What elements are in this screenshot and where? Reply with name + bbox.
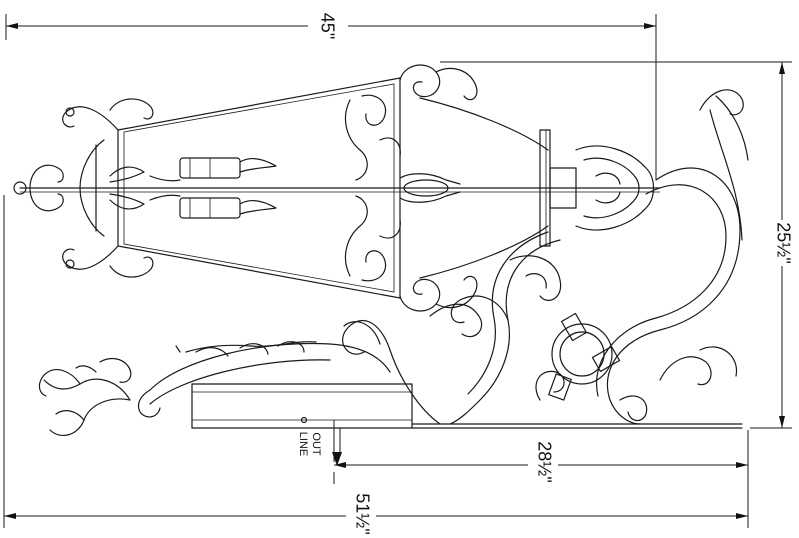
canopy [539,129,655,247]
dimension-top: 45" [5,13,657,180]
dimension-outlet: 28½" [334,430,749,483]
dimension-top-label: 45" [317,13,337,39]
outlet-marker: OUT LINE [297,420,342,484]
wall-backplate [191,383,743,429]
bracket-scrollwork [342,89,749,425]
outlet-label-out: OUT [310,432,322,456]
dimension-outlet-label: 28½" [534,441,554,482]
acanthus-branch [38,341,391,437]
dimension-height: 25½" [440,61,796,429]
lantern-crown [345,64,549,312]
dimension-bottom-label: 51½" [352,493,372,534]
outlet-label-line: LINE [297,432,309,456]
dimension-bottom: 51½" [3,195,749,538]
dimension-height-label: 25½" [773,222,793,263]
lantern-frame [13,77,661,299]
